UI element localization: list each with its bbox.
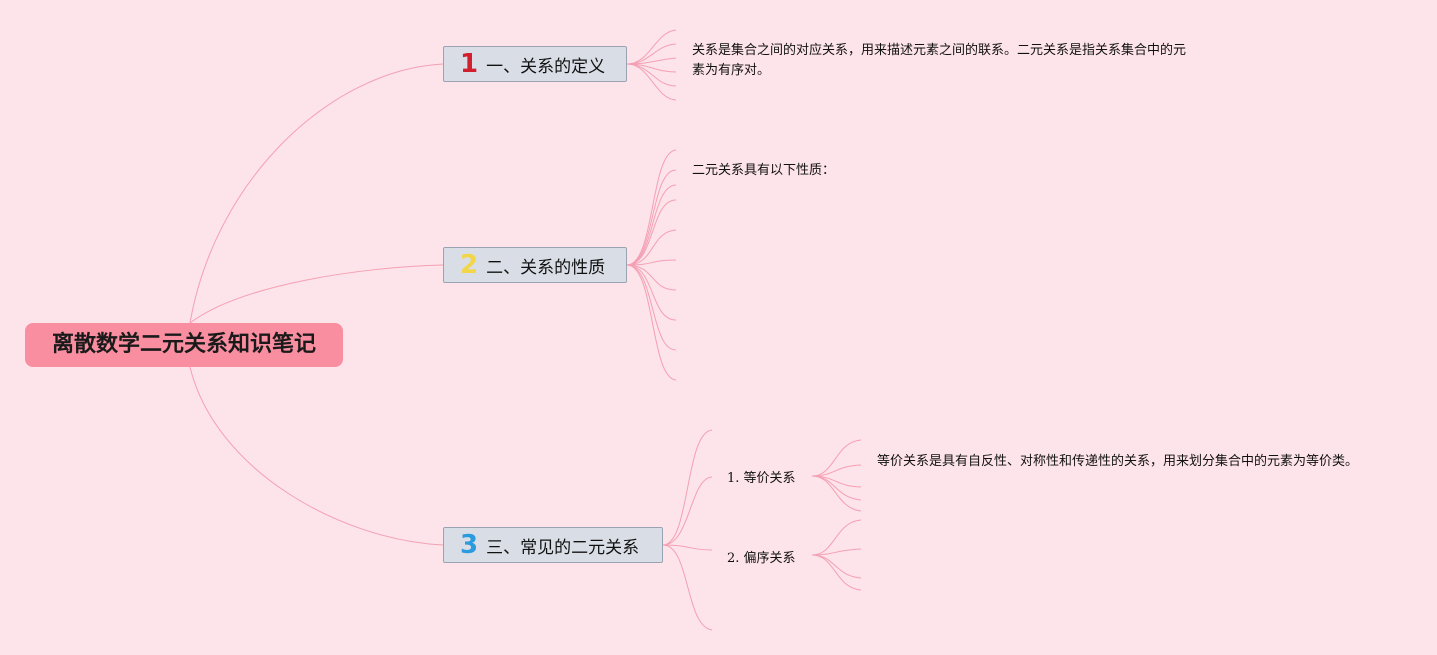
connector-root-b1 (189, 63, 444, 324)
fan-b3 (662, 429, 713, 631)
branch-definition[interactable]: 1 一、关系的定义 (443, 46, 627, 82)
equivalence-note[interactable]: 等价关系是具有自反性、对称性和传递性的关系，用来划分集合中的元素为等价类。 (877, 454, 1359, 469)
definition-note[interactable]: 关系是集合之间的对应关系，用来描述元素之间的联系。二元关系是指关系集合中的元素为… (692, 43, 1187, 78)
fan-sub2 (811, 519, 862, 591)
fan-b1 (626, 29, 677, 101)
connector-root-b3 (189, 366, 444, 546)
branch-common-relations[interactable]: 3 三、常见的二元关系 (443, 527, 663, 563)
properties-note[interactable]: 二元关系具有以下性质： (692, 163, 836, 178)
connector-root-b2 (189, 264, 444, 324)
sub-node-equivalence[interactable]: 1. 等价关系 (727, 471, 796, 486)
branch-properties[interactable]: 2 二、关系的性质 (443, 247, 627, 283)
number-3-icon: 3 (460, 530, 479, 560)
number-2-icon: 2 (460, 250, 479, 280)
branch-label: 二、关系的性质 (486, 257, 606, 278)
number-1-icon: 1 (460, 49, 479, 79)
root-node-title[interactable]: 离散数学二元关系知识笔记 (25, 323, 343, 367)
branch-label: 一、关系的定义 (486, 56, 606, 77)
branch-label: 三、常见的二元关系 (486, 537, 640, 558)
fan-sub1 (811, 439, 862, 512)
fan-b2 (626, 149, 677, 381)
sub-node-partial-order[interactable]: 2. 偏序关系 (727, 551, 796, 566)
